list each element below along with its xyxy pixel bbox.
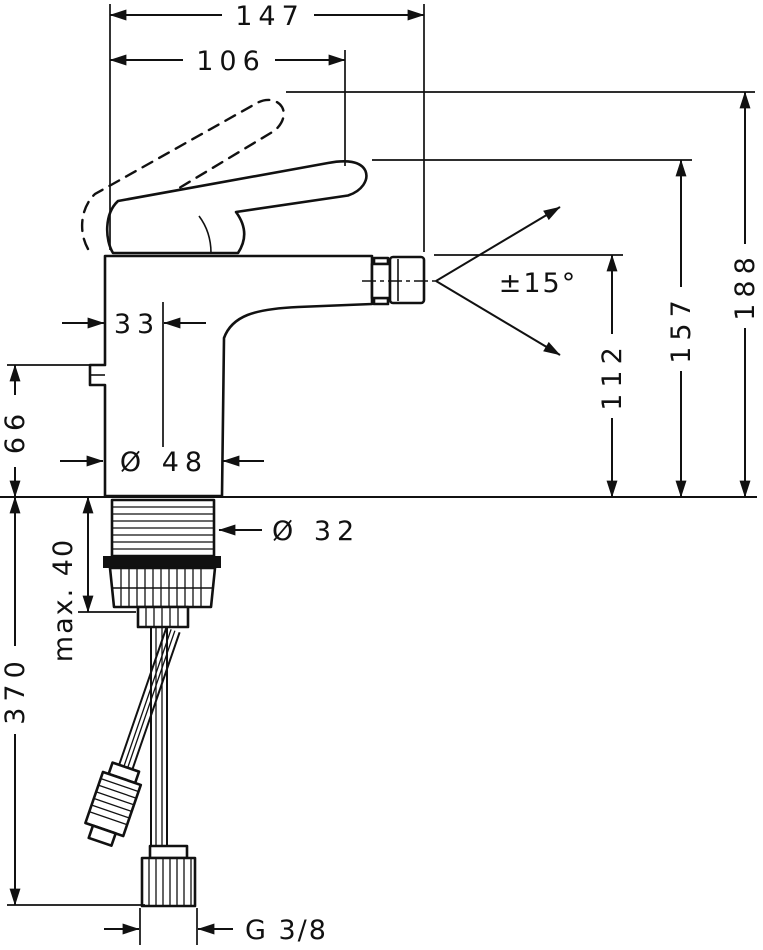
supply-hose-straight (140, 627, 197, 908)
dimension-total-height: 188 (286, 91, 761, 498)
faucet-object (0, 98, 757, 908)
mounting-washer (103, 556, 221, 568)
handle-raised-dashed-outline (80, 98, 285, 253)
dimension-base-height: 66 (0, 364, 92, 498)
dimension-swivel-angle: ±15° (435, 206, 577, 356)
dim-shank-diameter-label: Ø 32 (272, 516, 360, 547)
hose-connector-tip (87, 824, 117, 848)
dimension-hose-length: 370 (0, 496, 145, 906)
aerator-body (388, 255, 426, 305)
hose-collar (136, 605, 190, 629)
dim-connection-thread-label: G 3/8 (245, 915, 328, 946)
dimension-connection-thread: G 3/8 (104, 908, 328, 946)
dimension-handle-offset: 33 (62, 302, 206, 468)
dim-body-diameter-label: Ø 48 (120, 447, 208, 478)
dimension-shank-diameter: Ø 32 (218, 516, 360, 547)
faucet-handle (105, 160, 368, 255)
faucet-body (88, 254, 374, 498)
dimension-body-diameter: Ø 48 (60, 447, 264, 478)
dim-base-height-label: 66 (0, 408, 31, 454)
mounting-shank (110, 498, 216, 558)
supply-hose-angled (84, 627, 181, 848)
dim-handle-height-label: 157 (666, 294, 697, 364)
g38-nut (140, 856, 197, 908)
dimension-spout-width: 106 (109, 46, 346, 166)
dim-total-width-label: 147 (235, 1, 305, 32)
dim-swivel-angle-label: ±15° (499, 268, 577, 299)
dim-spout-width-label: 106 (196, 46, 266, 77)
dimension-handle-height: 157 (372, 159, 697, 498)
dimension-total-width: 147 (109, 1, 425, 252)
dim-handle-offset-label: 33 (114, 309, 160, 340)
dim-hose-length-label: 370 (0, 655, 31, 725)
g38-collar (148, 844, 189, 860)
dimension-max-mounting: max. 40 (48, 496, 136, 662)
dim-total-height-label: 188 (730, 251, 761, 321)
dim-spout-height-label: 112 (597, 341, 628, 411)
dim-max-mounting-label: max. 40 (48, 538, 79, 662)
handle-grip-line (198, 215, 212, 254)
faucet-aerator (362, 255, 440, 306)
dimension-spout-height: 112 (434, 254, 628, 498)
mounting-nut (108, 566, 217, 629)
